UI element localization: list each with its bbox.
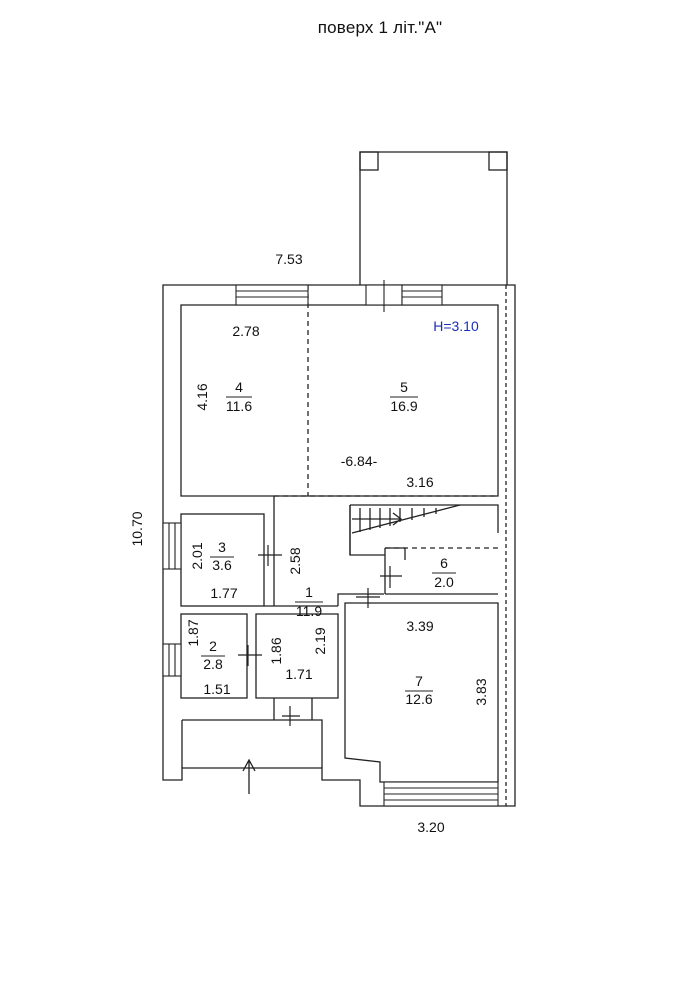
dim-room5-width: 3.16 bbox=[406, 474, 433, 490]
dim-bottom-width: 3.20 bbox=[417, 819, 444, 835]
room-5-number: 5 bbox=[400, 379, 408, 395]
dim-corridor-side: 2.19 bbox=[312, 627, 328, 654]
stair-arrow bbox=[352, 512, 403, 526]
room-1-area: 11.9 bbox=[296, 603, 322, 619]
window-room-3 bbox=[162, 522, 182, 570]
room-6-outline bbox=[384, 547, 498, 595]
vestibule-door-jambs bbox=[273, 698, 313, 720]
terrace-outline bbox=[359, 151, 508, 285]
entrance-arrow bbox=[242, 758, 256, 794]
dim-room7-width: 3.39 bbox=[406, 618, 433, 634]
dim-room3-depth: 2.01 bbox=[189, 542, 205, 569]
door-room-6 bbox=[380, 566, 402, 588]
dim-room4-width: 2.78 bbox=[232, 323, 259, 339]
door-room-2 bbox=[238, 645, 262, 666]
window-room-4 bbox=[235, 284, 309, 306]
room-1-number: 1 bbox=[305, 584, 313, 600]
room-7-outline bbox=[344, 602, 499, 783]
room-5-area: 16.9 bbox=[390, 398, 417, 414]
dim-room2-depth: 1.87 bbox=[185, 619, 201, 646]
dim-room4-depth: 4.16 bbox=[194, 383, 210, 410]
hall-walls bbox=[264, 496, 384, 607]
corridor-outline bbox=[255, 613, 339, 699]
room-3-area: 3.6 bbox=[212, 557, 232, 573]
dim-hall-depth: 2.58 bbox=[287, 547, 303, 574]
dim-total-length: 10.70 bbox=[129, 511, 145, 546]
dim-room2-width: 1.51 bbox=[203, 681, 230, 697]
vestibule-outline bbox=[181, 719, 323, 768]
ceiling-height: H=3.10 bbox=[433, 318, 479, 334]
room-6-number: 6 bbox=[440, 555, 448, 571]
dim-level-mark: -6.84- bbox=[341, 453, 378, 469]
room-7-area: 12.6 bbox=[405, 691, 432, 707]
dim-room7-depth: 3.83 bbox=[473, 678, 489, 705]
room-4-number: 4 bbox=[235, 379, 243, 395]
window-room-2 bbox=[162, 643, 182, 677]
dim-room3-width: 1.77 bbox=[210, 585, 237, 601]
plan-title: поверх 1 літ."А" bbox=[317, 18, 443, 37]
room-2-area: 2.8 bbox=[203, 656, 223, 672]
window-room-5 bbox=[401, 284, 443, 306]
room-7-number: 7 bbox=[415, 673, 423, 689]
dim-corridor-width: 1.71 bbox=[285, 666, 312, 682]
dim-corridor-depth: 1.86 bbox=[268, 637, 284, 664]
door-room-7 bbox=[356, 588, 380, 608]
room-2-number: 2 bbox=[209, 638, 217, 654]
terrace-post-left bbox=[359, 151, 379, 171]
room-6-area: 2.0 bbox=[434, 574, 454, 590]
dim-top-width: 7.53 bbox=[275, 251, 302, 267]
room-4-area: 11.6 bbox=[226, 398, 252, 414]
room-3-number: 3 bbox=[218, 539, 226, 555]
terrace-post-right bbox=[488, 151, 508, 171]
door-room-3 bbox=[258, 545, 282, 566]
exterior-wall-outer bbox=[162, 284, 516, 807]
door-entrance bbox=[282, 706, 300, 726]
